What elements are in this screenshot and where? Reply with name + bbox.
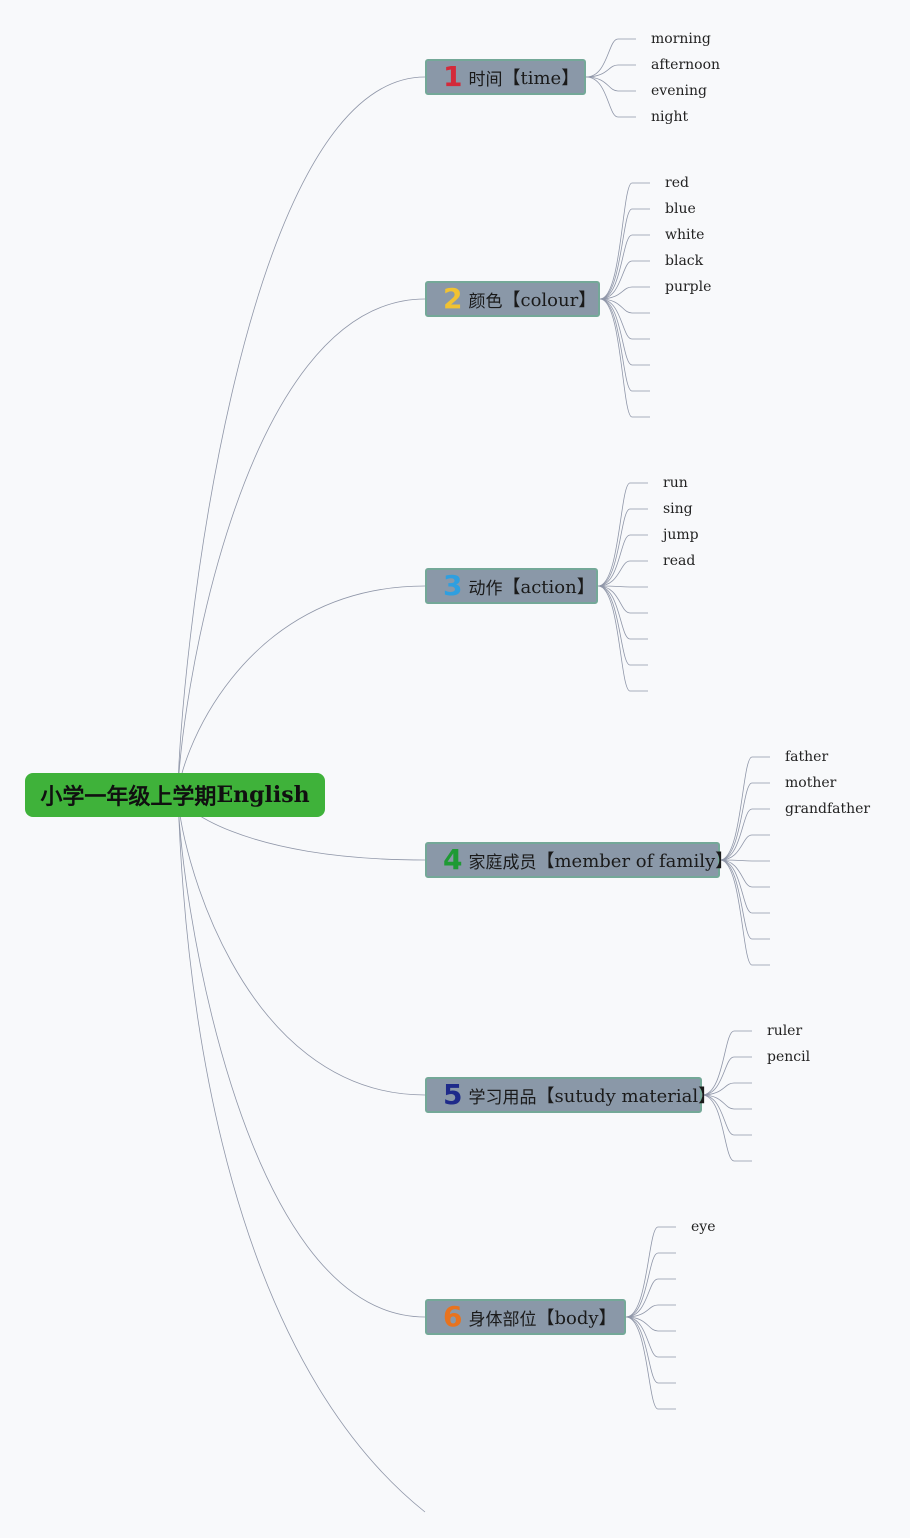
- connector-line: [719, 756, 770, 861]
- leaf-white[interactable]: white: [665, 227, 705, 243]
- branch-body[interactable]: 6 身体部位 【body】: [425, 1299, 626, 1335]
- branch-label-en: 【time】: [502, 68, 580, 89]
- connector-line: [625, 1252, 676, 1318]
- connector-line: [599, 298, 650, 366]
- connector-line: [701, 1094, 752, 1162]
- branch-label-en: 【member of family】: [536, 851, 734, 872]
- connector-line: [599, 260, 650, 300]
- connector-line: [597, 508, 648, 587]
- branch-study-material[interactable]: 5 学习用品 【sutudy material】: [425, 1077, 716, 1113]
- leaf-run[interactable]: run: [663, 475, 688, 491]
- connector-line: [597, 585, 648, 692]
- branch-label-en: 【body】: [536, 1308, 617, 1329]
- number-6-icon: 6: [443, 1300, 463, 1333]
- connector-line: [719, 834, 770, 861]
- leaf-ruler[interactable]: ruler: [767, 1023, 803, 1039]
- number-5-icon: 5: [443, 1078, 463, 1111]
- connector-line: [625, 1304, 676, 1318]
- branch-label-zh: 时间: [468, 69, 503, 90]
- connector-line: [597, 482, 648, 587]
- number-4-icon: 4: [443, 843, 463, 876]
- connector-line: [701, 1056, 752, 1096]
- leaf-purple[interactable]: purple: [665, 279, 712, 295]
- connector-line: [585, 76, 636, 118]
- branch-colour[interactable]: 2 颜色 【colour】: [425, 281, 600, 317]
- number-2-icon: 2: [443, 282, 463, 315]
- connector-line: [625, 1316, 676, 1410]
- connector-line: [599, 182, 650, 300]
- branch-member-of-family[interactable]: 4 家庭成员 【member of family】: [425, 842, 733, 878]
- branch-label-en: 【action】: [502, 577, 595, 598]
- connector-line: [177, 794, 426, 1513]
- connector-line: [599, 286, 650, 300]
- connector-line: [599, 298, 650, 314]
- connector-line: [599, 298, 650, 418]
- connector-line: [701, 1030, 752, 1096]
- root-title-zh: 小学一年级上学期: [40, 785, 217, 810]
- branch-label-zh: 学习用品: [468, 1087, 537, 1108]
- connector-line: [585, 76, 636, 92]
- branch-label-en: 【colour】: [502, 290, 597, 311]
- connector-line: [701, 1094, 752, 1136]
- leaf-night[interactable]: night: [651, 109, 689, 125]
- branch-label-zh: 颜色: [468, 291, 503, 312]
- leaf-sing[interactable]: sing: [663, 501, 693, 517]
- branch-action[interactable]: 3 动作 【action】: [425, 568, 598, 604]
- connector-line: [625, 1316, 676, 1384]
- connector-line: [719, 859, 770, 888]
- connector-line: [719, 782, 770, 861]
- leaf-afternoon[interactable]: afternoon: [651, 57, 721, 73]
- connector-line: [597, 585, 648, 588]
- connector-line: [719, 859, 770, 940]
- connector-line: [585, 38, 636, 78]
- connector-line: [701, 1082, 752, 1096]
- connector-line: [177, 585, 426, 796]
- leaf-pencil[interactable]: pencil: [767, 1049, 811, 1065]
- branch-label-zh: 动作: [468, 578, 503, 599]
- connector-line: [625, 1316, 676, 1358]
- connector-line: [599, 234, 650, 300]
- connector-line: [599, 298, 650, 392]
- root-title-en: English: [216, 782, 310, 808]
- connector-line: [625, 1226, 676, 1318]
- leaf-blue[interactable]: blue: [665, 201, 696, 217]
- leaf-father[interactable]: father: [785, 749, 829, 765]
- connector-line: [597, 534, 648, 587]
- connector-line: [719, 808, 770, 861]
- leaf-read[interactable]: read: [663, 553, 696, 569]
- connector-line: [585, 64, 636, 78]
- leaf-eye[interactable]: eye: [691, 1219, 716, 1235]
- connector-line: [597, 585, 648, 640]
- leaf-mother[interactable]: mother: [785, 775, 837, 791]
- leaf-black[interactable]: black: [665, 253, 704, 269]
- branch-time[interactable]: 1 时间 【time】: [425, 59, 586, 95]
- connector-line: [597, 585, 648, 614]
- connector-line: [719, 859, 770, 862]
- number-1-icon: 1: [443, 60, 463, 93]
- leaf-grandfather[interactable]: grandfather: [785, 801, 871, 817]
- connector-line: [701, 1094, 752, 1110]
- connector-line: [719, 859, 770, 914]
- branch-label-en: 【sutudy material】: [536, 1086, 717, 1107]
- number-3-icon: 3: [443, 569, 463, 602]
- connector-line: [599, 208, 650, 300]
- connector-line: [625, 1316, 676, 1332]
- leaf-evening[interactable]: evening: [651, 83, 707, 99]
- connector-line: [597, 560, 648, 587]
- branch-label-zh: 家庭成员: [468, 852, 537, 873]
- connector-line: [719, 859, 770, 966]
- leaf-jump[interactable]: jump: [663, 527, 699, 543]
- connector-line: [625, 1278, 676, 1318]
- leaf-morning[interactable]: morning: [651, 31, 711, 47]
- connector-line: [177, 298, 426, 796]
- leaf-red[interactable]: red: [665, 175, 689, 191]
- connector-line: [177, 794, 426, 1318]
- connector-line: [177, 794, 426, 1096]
- connector-line: [597, 585, 648, 666]
- connector-line: [177, 76, 426, 796]
- branch-label-zh: 身体部位: [468, 1309, 537, 1330]
- connector-line: [599, 298, 650, 340]
